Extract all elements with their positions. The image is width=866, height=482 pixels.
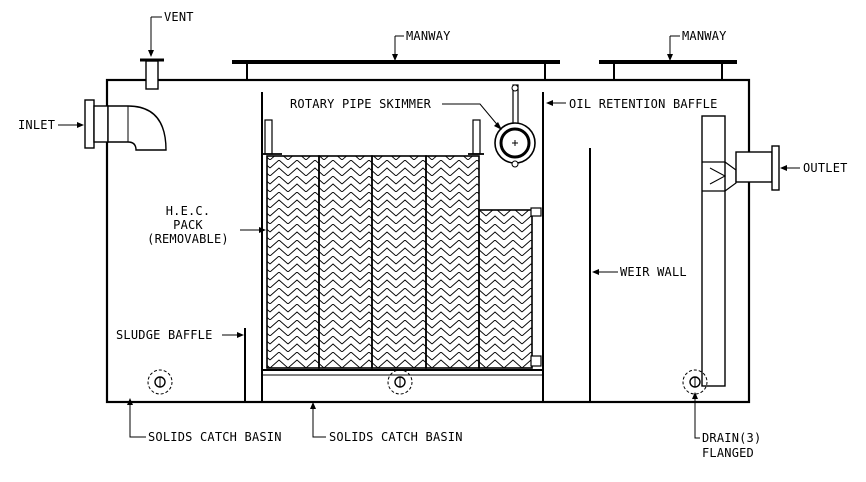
vent-pipe <box>140 58 164 90</box>
label-drain-2: FLANGED <box>702 446 754 460</box>
label-inlet: INLET <box>18 118 55 132</box>
manway-left <box>232 60 560 80</box>
outlet-assembly <box>701 115 780 387</box>
drain-left <box>147 369 173 395</box>
label-hec-pack-1: H.E.C. <box>166 204 211 218</box>
label-oil-retention-baffle: OIL RETENTION BAFFLE <box>569 97 718 111</box>
leaders <box>58 16 800 439</box>
label-solids-catch-basin-left: SOLIDS CATCH BASIN <box>148 430 282 444</box>
label-hec-pack-2: PACK <box>173 218 203 232</box>
manway-right <box>599 60 737 80</box>
label-hec-pack-3: (REMOVABLE) <box>147 232 229 246</box>
drain-right <box>682 369 708 395</box>
drain-middle <box>387 369 413 395</box>
label-drain-1: DRAIN(3) <box>702 431 761 445</box>
arrowheads <box>77 50 787 409</box>
label-solids-catch-basin-mid: SOLIDS CATCH BASIN <box>329 430 463 444</box>
hec-pack <box>266 155 533 369</box>
label-vent: VENT <box>164 10 194 24</box>
label-outlet: OUTLET <box>803 161 848 175</box>
rotary-pipe-skimmer <box>494 84 536 168</box>
label-sludge-baffle: SLUDGE BAFFLE <box>116 328 213 342</box>
label-rotary-pipe-skimmer: ROTARY PIPE SKIMMER <box>290 97 432 111</box>
label-manway-right: MANWAY <box>682 29 727 43</box>
label-weir-wall: WEIR WALL <box>620 265 687 279</box>
inlet-pipe <box>84 99 167 151</box>
tank-body <box>105 78 751 404</box>
label-manway-left: MANWAY <box>406 29 451 43</box>
